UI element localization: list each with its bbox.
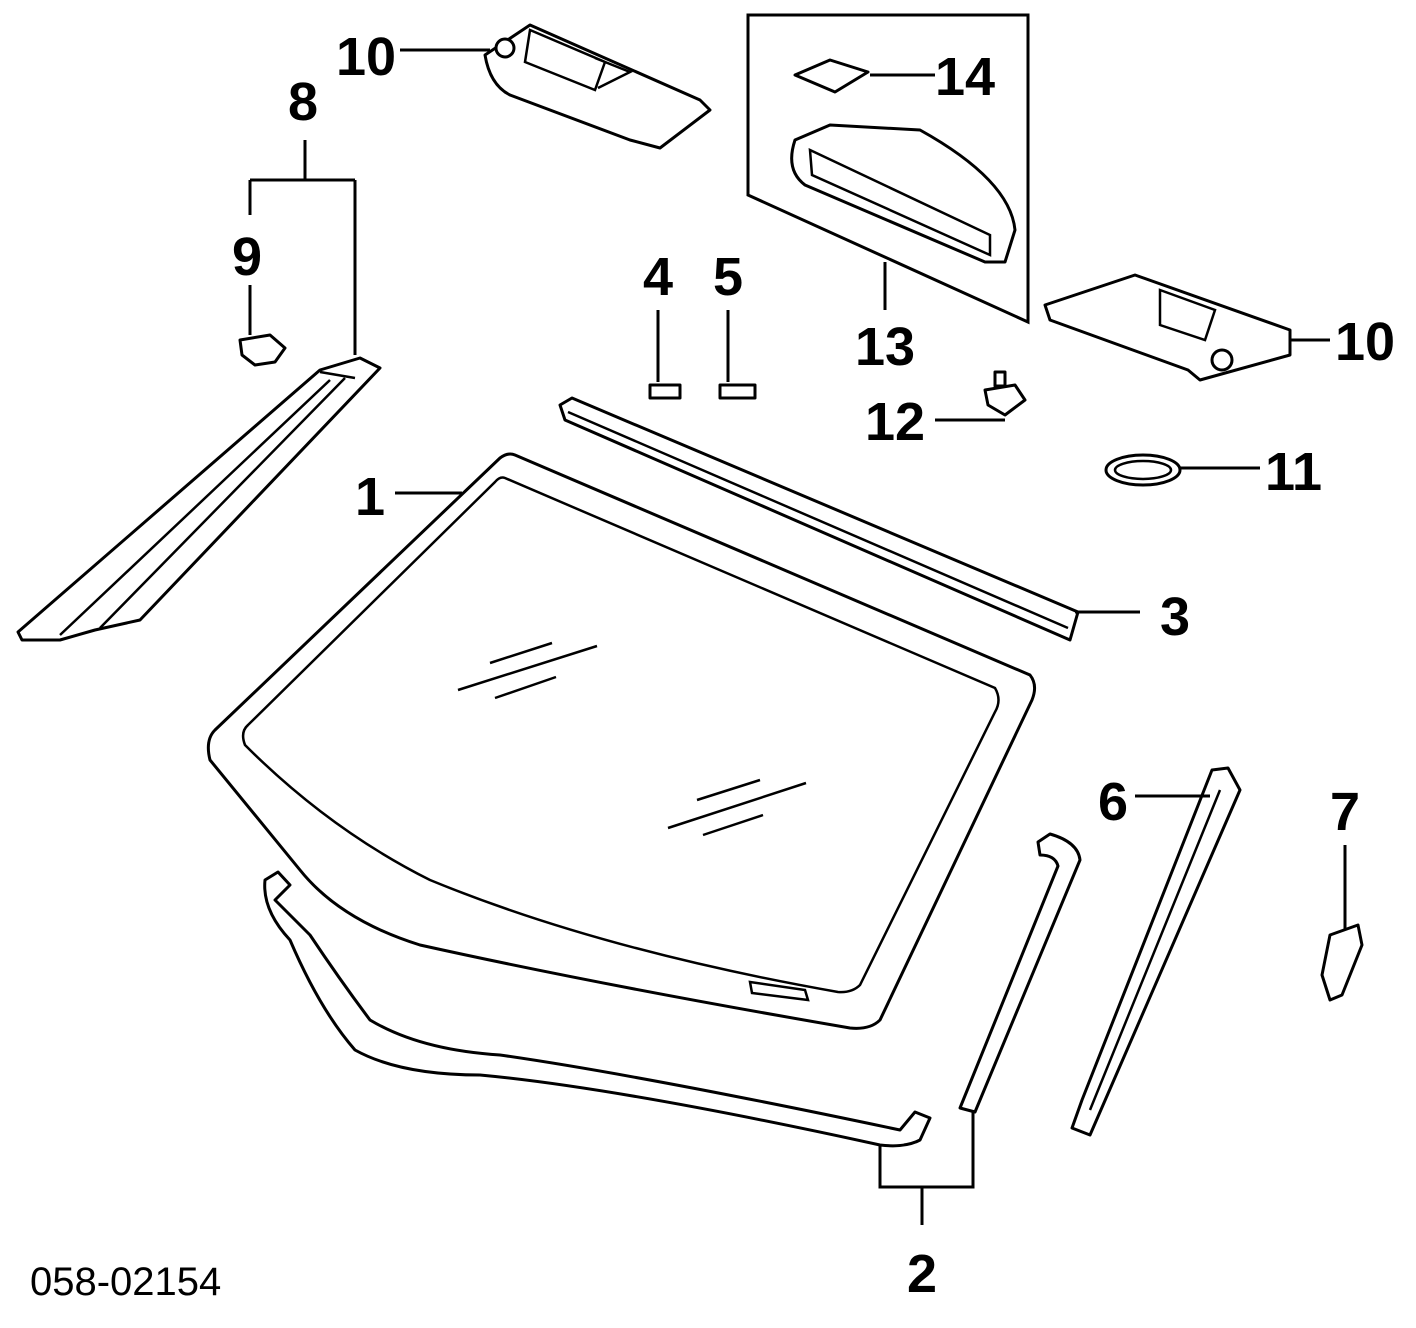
- callout-7: 7: [1330, 782, 1360, 842]
- sun-visor-right: [1043, 273, 1292, 382]
- callout-2: 2: [907, 1244, 937, 1304]
- mirror-box: [746, 13, 1030, 325]
- pad-5: [718, 383, 757, 400]
- callout-10-left: 10: [336, 27, 396, 87]
- callout-12: 12: [865, 392, 925, 452]
- callout-8: 8: [288, 72, 318, 132]
- callout-5: 5: [713, 247, 743, 307]
- callout-9: 9: [232, 227, 262, 287]
- callout-10-right: 10: [1335, 312, 1395, 372]
- windshield-glass: [206, 452, 1037, 1030]
- sun-visor-left: [483, 23, 712, 150]
- callout-13: 13: [855, 317, 915, 377]
- callout-1: 1: [355, 467, 385, 527]
- diagram-code: 058-02154: [30, 1260, 221, 1304]
- lower-molding: [263, 870, 932, 1148]
- clip-9: [238, 333, 287, 367]
- side-molding: [958, 832, 1082, 1114]
- ring-11: [1104, 453, 1182, 487]
- upper-molding: [558, 396, 1080, 642]
- callout-4: 4: [643, 247, 673, 307]
- pillar-molding: [1070, 766, 1242, 1137]
- clip-7: [1320, 923, 1364, 1002]
- callout-6: 6: [1098, 772, 1128, 832]
- callout-3: 3: [1160, 587, 1190, 647]
- callout-11: 11: [1265, 442, 1322, 502]
- mirror-mount-14: [793, 58, 870, 94]
- pillar-garnish: [16, 356, 382, 642]
- pad-4: [648, 383, 682, 400]
- clip-12: [983, 370, 1027, 417]
- callout-14: 14: [935, 47, 995, 107]
- leader-lines: [248, 48, 1347, 1225]
